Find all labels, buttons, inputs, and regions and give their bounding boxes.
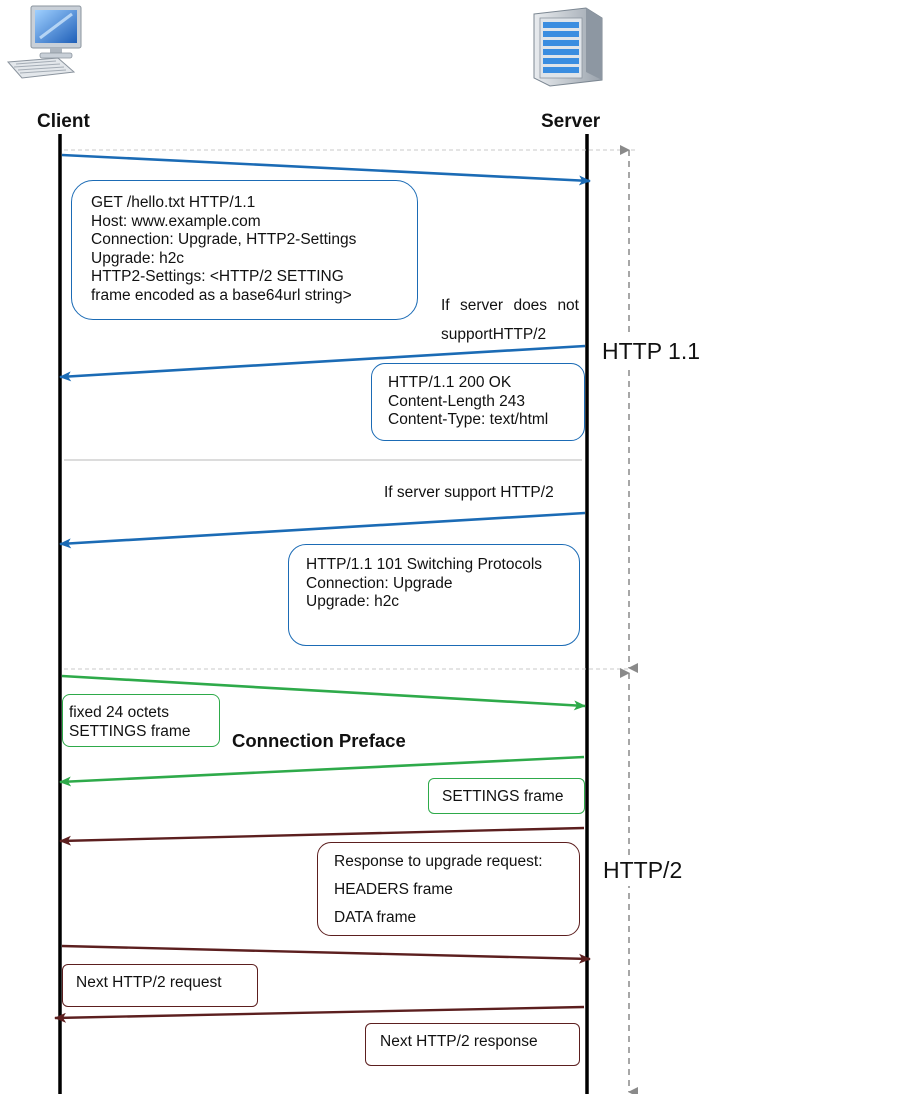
no-support-note-line2: supportHTTP/2 [441,326,547,343]
next-request-arrow [61,944,591,964]
switching-status-line: HTTP/1.1 101 Switching Protocols [306,556,543,573]
content-type-header: Content-Type: text/html [388,411,549,429]
headers-frame-label: HEADERS frame [334,881,453,898]
client-preface-arrow [61,674,586,711]
switching-upgrade-header: Upgrade: h2c [306,593,400,611]
connection-preface-title: Connection Preface [232,730,406,751]
server-settings-box: SETTINGS frame [428,778,585,814]
connection-header: Connection: Upgrade, HTTP2-Settings [91,231,357,249]
upgrade-header: Upgrade: h2c [91,249,185,267]
server-settings-label: SETTINGS frame [442,788,564,805]
server-tower-icon [533,7,603,87]
upgrade-response-arrow [59,826,585,846]
switching-response-arrow [59,511,586,549]
next-request-label: Next HTTP/2 request [76,974,222,991]
switching-response-box: HTTP/1.1 101 Switching Protocols Connect… [288,544,580,646]
upgrade-response-title: Response to upgrade request: [334,853,543,870]
client-preface-box: fixed 24 octets SETTINGS frame [62,694,220,747]
next-response-arrow [54,1005,585,1023]
server-label: Server [541,111,601,132]
content-length-header: Content-Length 243 [388,392,526,410]
client-label: Client [37,111,90,132]
no-support-note-line1: If server does not [441,297,579,314]
host-header: Host: www.example.com [91,212,261,230]
upgrade-request-arrow [61,153,591,186]
desktop-computer-icon [6,5,82,79]
data-frame-label: DATA frame [334,909,417,926]
ok-response-arrow [59,344,586,382]
preface-octets: fixed 24 octets [69,704,169,721]
upgrade-response-box: Response to upgrade request: HEADERS fra… [317,842,580,936]
request-line: GET /hello.txt HTTP/1.1 [91,194,256,211]
next-response-label: Next HTTP/2 response [380,1033,538,1050]
ok-response-box: HTTP/1.1 200 OK Content-Length 243 Conte… [371,363,585,441]
support-note: If server support HTTP/2 [384,484,554,501]
settings-header-cont: frame encoded as a base64url string> [91,286,352,304]
next-response-box: Next HTTP/2 response [365,1023,580,1066]
preface-settings: SETTINGS frame [69,722,191,740]
next-request-box: Next HTTP/2 request [62,964,258,1007]
server-settings-arrow [59,755,585,787]
http1-phase-label: HTTP 1.1 [596,336,706,367]
switching-connection-header: Connection: Upgrade [306,574,453,592]
http2-phase-label: HTTP/2 [597,855,689,886]
upgrade-request-box: GET /hello.txt HTTP/1.1 Host: www.exampl… [71,180,418,320]
status-line: HTTP/1.1 200 OK [388,374,512,391]
settings-header: HTTP2-Settings: <HTTP/2 SETTING [91,268,344,286]
